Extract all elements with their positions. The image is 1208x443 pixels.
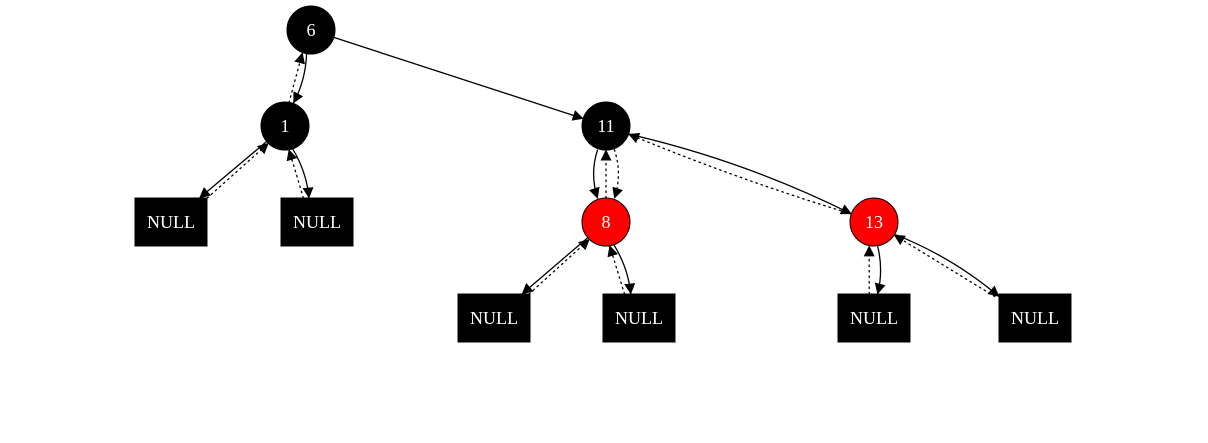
edge-parent-nl8-to-n8 (528, 238, 591, 295)
node-label: NULL (470, 308, 518, 328)
node-circle (581, 197, 631, 247)
node-label: NULL (615, 308, 663, 328)
edge-parent-nr1-to-n1 (286, 149, 305, 199)
node-label: 6 (307, 20, 316, 40)
tree-node-1: 1 (260, 101, 310, 151)
null-rect (837, 293, 911, 343)
edge-child-n8-to-nl8 (521, 237, 589, 295)
node-circle (286, 5, 336, 55)
edge-parent-n1-to-n6 (288, 52, 305, 104)
edge-parent-n11-to-n8 (612, 149, 623, 199)
null-leaf-nr13: NULL (998, 293, 1072, 343)
node-label: 1 (281, 116, 290, 136)
edge-child-n8-to-nr8 (613, 244, 636, 295)
null-rect (457, 293, 531, 343)
node-circle (849, 197, 899, 247)
tree-node-13: 13 (849, 197, 899, 247)
node-label: 11 (597, 116, 614, 136)
edge-child-n11-to-n8 (589, 149, 600, 199)
null-rect (998, 293, 1072, 343)
edge-parent-n13-to-n11 (627, 133, 853, 215)
edge-child-n13-to-nr13 (894, 233, 1000, 297)
tree-node-11: 11 (581, 101, 631, 151)
null-rect (134, 197, 208, 247)
node-label: NULL (850, 308, 898, 328)
edge-child-n11-to-n13 (628, 133, 852, 215)
edge-parent-nr13-to-n13 (893, 234, 996, 298)
edge-parent-nr8-to-n8 (607, 245, 626, 295)
null-leaf-nl8: NULL (457, 293, 531, 343)
edge-child-n1-to-nl1 (199, 141, 268, 199)
node-circle (260, 101, 310, 151)
node-label: 8 (602, 212, 611, 232)
node-circle (581, 101, 631, 151)
edge-child-n13-to-nl13 (874, 245, 886, 295)
null-leaf-nl1: NULL (134, 197, 208, 247)
null-rect (280, 197, 354, 247)
null-leaf-nr8: NULL (602, 293, 676, 343)
node-label: NULL (293, 212, 341, 232)
tree-node-6: 6 (286, 5, 336, 55)
node-label: 13 (865, 212, 883, 232)
edge-child-n1-to-nr1 (292, 148, 314, 199)
null-rect (602, 293, 676, 343)
edge-child-n6-to-n1 (292, 53, 308, 104)
node-label: NULL (147, 212, 195, 232)
null-leaf-nr1: NULL (280, 197, 354, 247)
edges-layer (199, 36, 1000, 298)
null-leaf-nl13: NULL (837, 293, 911, 343)
node-label: NULL (1011, 308, 1059, 328)
edge-parent-nl1-to-n1 (206, 142, 270, 199)
edge-child-n6-to-n11 (333, 36, 584, 121)
tree-node-8: 8 (581, 197, 631, 247)
